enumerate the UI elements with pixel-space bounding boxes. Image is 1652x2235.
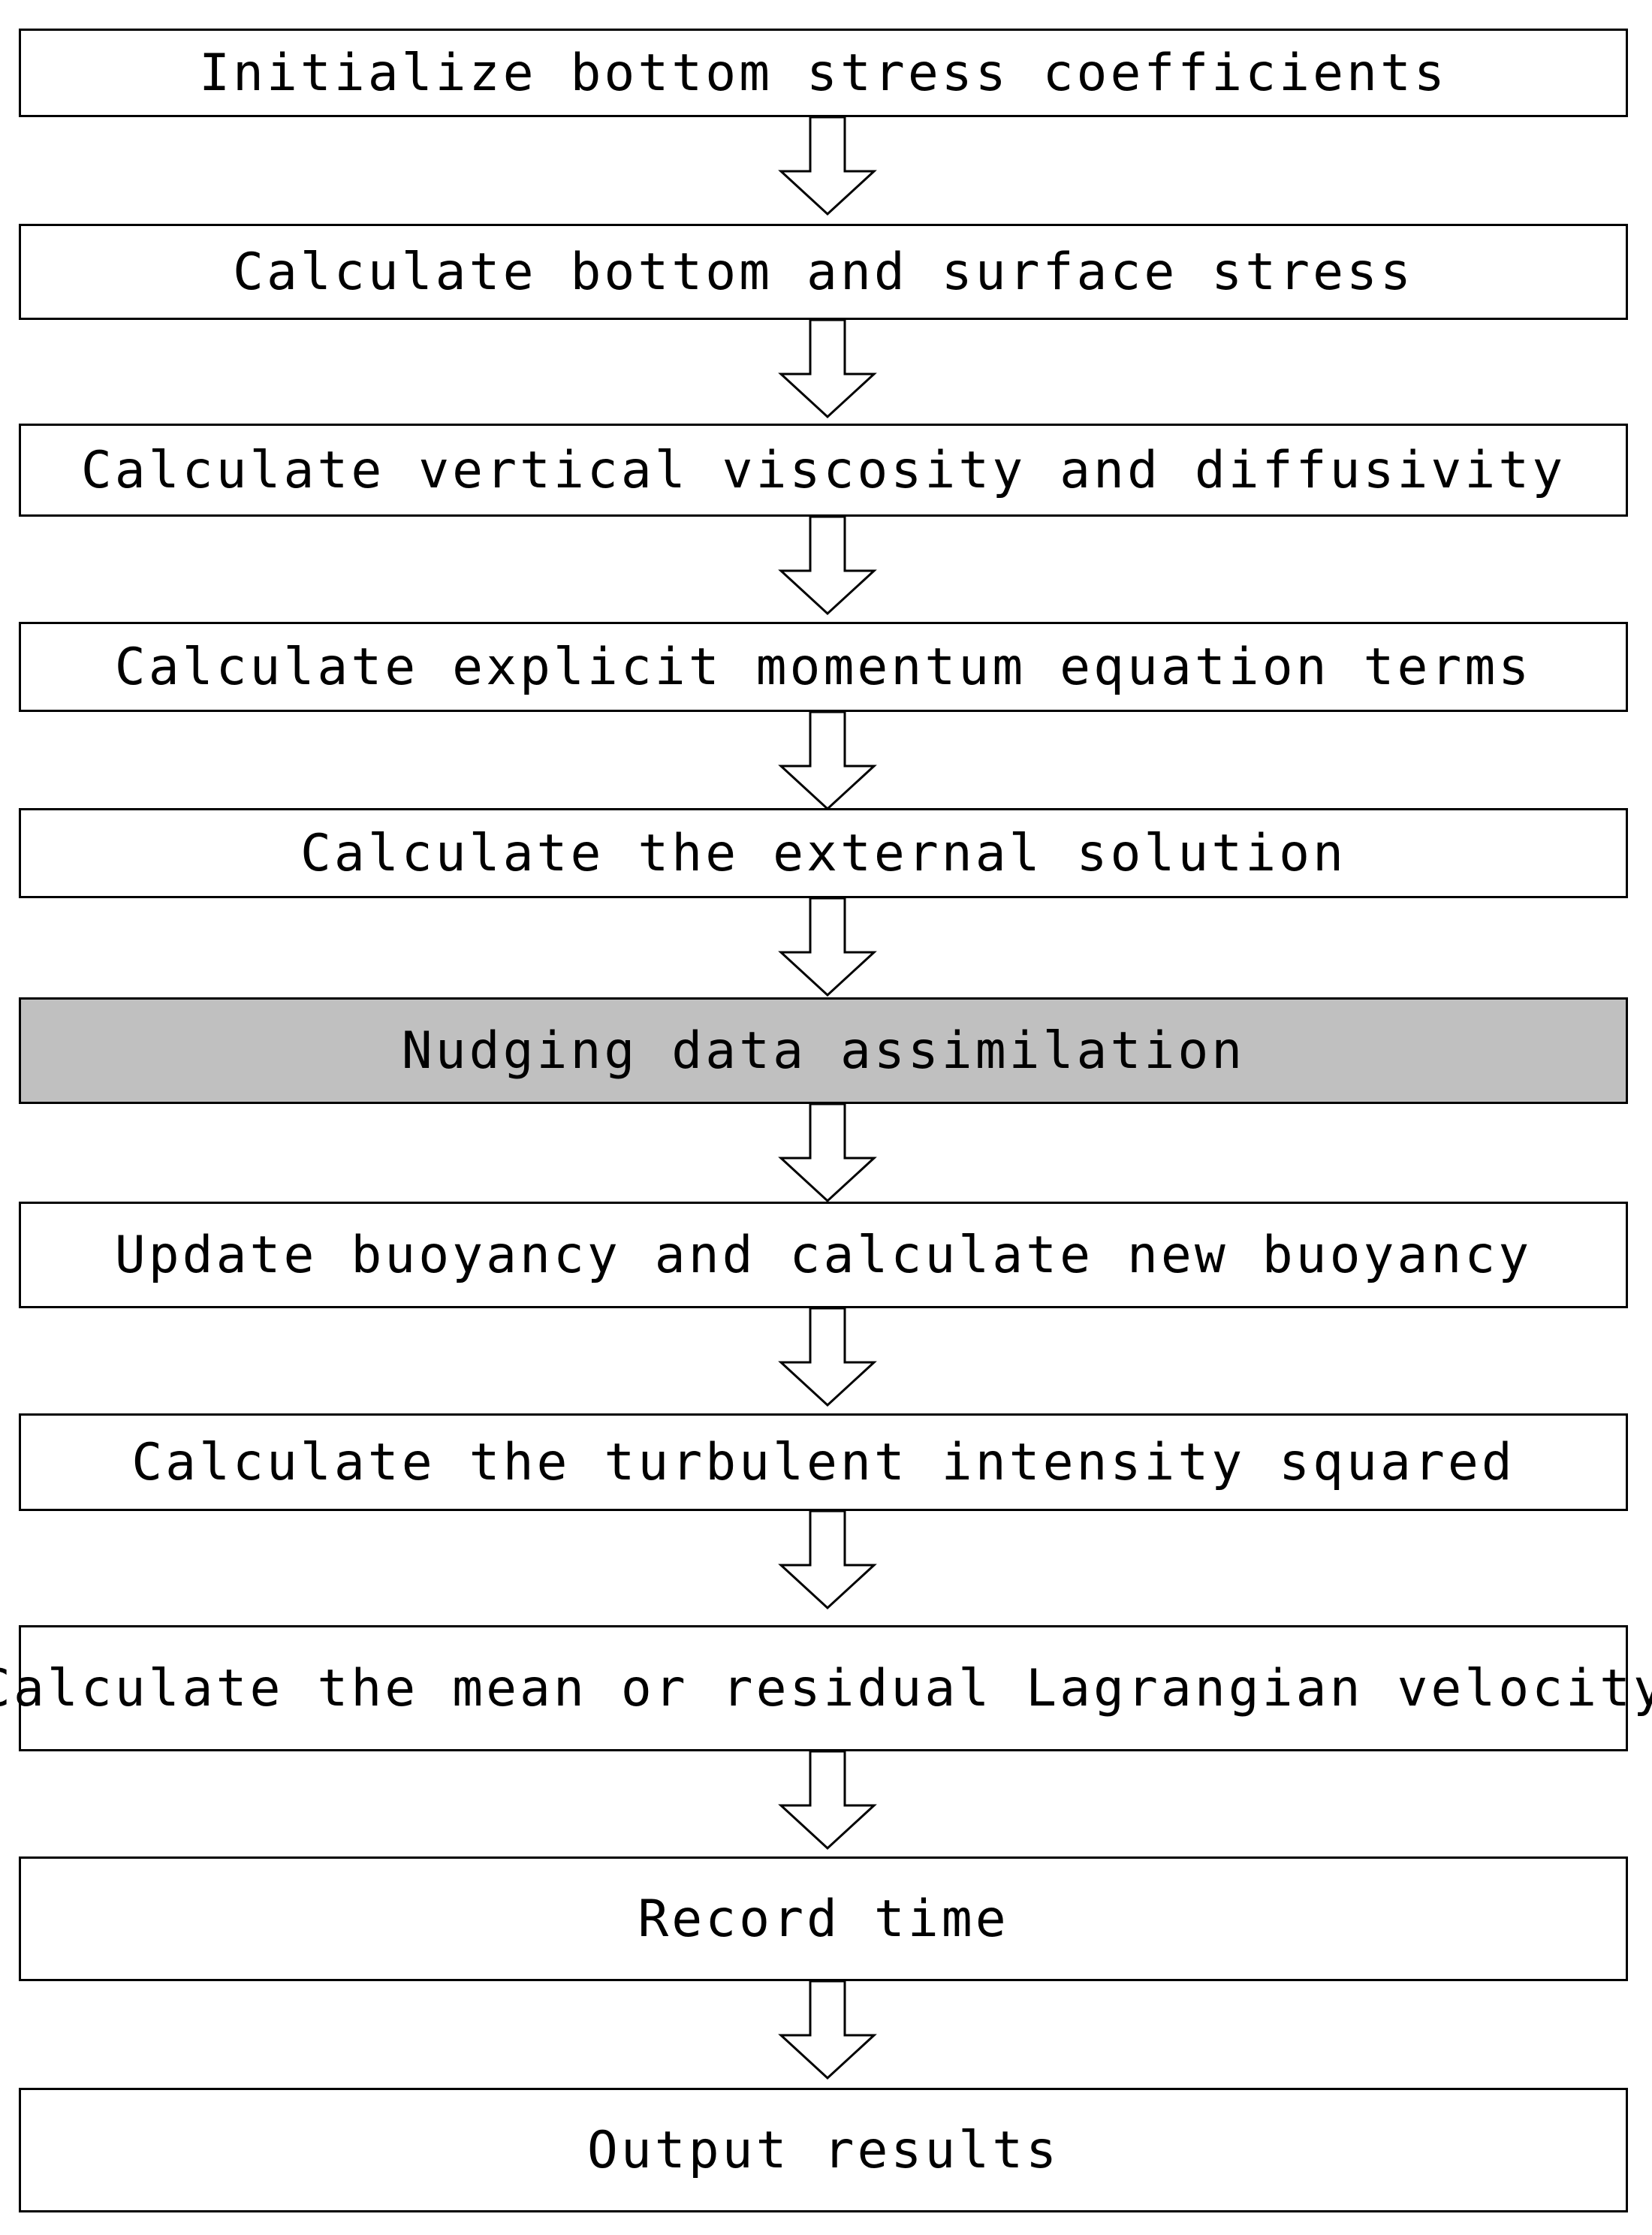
step-lagrangian-velocity: Calculate the mean or residual Lagrangia… <box>0 1625 1652 1751</box>
step-label: Output results <box>586 2120 1060 2180</box>
down-arrow-icon <box>778 515 877 616</box>
step-record-time: Record time <box>19 1856 1628 1981</box>
step-label: Update buoyancy and calculate new buoyan… <box>114 1225 1533 1285</box>
step-label: Initialize bottom stress coefficients <box>199 43 1448 103</box>
down-arrow-icon <box>778 897 877 997</box>
step-label: Calculate the turbulent intensity square… <box>131 1432 1515 1492</box>
step-vertical-viscosity: Calculate vertical viscosity and diffusi… <box>19 424 1628 517</box>
down-arrow-icon <box>778 1510 877 1610</box>
step-turbulent-intensity: Calculate the turbulent intensity square… <box>19 1413 1628 1511</box>
step-label: Nudging data assimilation <box>401 1021 1246 1081</box>
down-arrow-icon <box>778 1102 877 1203</box>
down-arrow-icon <box>778 1750 877 1850</box>
step-label: Calculate bottom and surface stress <box>233 242 1414 302</box>
step-bottom-surface-stress: Calculate bottom and surface stress <box>19 224 1628 320</box>
step-initialize-bottom-stress: Initialize bottom stress coefficients <box>19 29 1628 117</box>
down-arrow-icon <box>778 1307 877 1407</box>
down-arrow-icon <box>778 318 877 419</box>
step-label: Calculate the external solution <box>300 823 1347 883</box>
down-arrow-icon <box>778 710 877 811</box>
step-external-solution: Calculate the external solution <box>19 808 1628 898</box>
step-label: Calculate the mean or residual Lagrangia… <box>0 1658 1652 1718</box>
step-label: Record time <box>638 1889 1009 1949</box>
step-update-buoyancy: Update buoyancy and calculate new buoyan… <box>19 1202 1628 1308</box>
step-label: Calculate explicit momentum equation ter… <box>114 637 1533 697</box>
step-output-results: Output results <box>19 2088 1628 2212</box>
down-arrow-icon <box>778 1980 877 2080</box>
step-nudging-assimilation: Nudging data assimilation <box>19 997 1628 1104</box>
down-arrow-icon <box>778 116 877 216</box>
step-explicit-momentum: Calculate explicit momentum equation ter… <box>19 622 1628 712</box>
step-label: Calculate vertical viscosity and diffusi… <box>80 440 1566 500</box>
